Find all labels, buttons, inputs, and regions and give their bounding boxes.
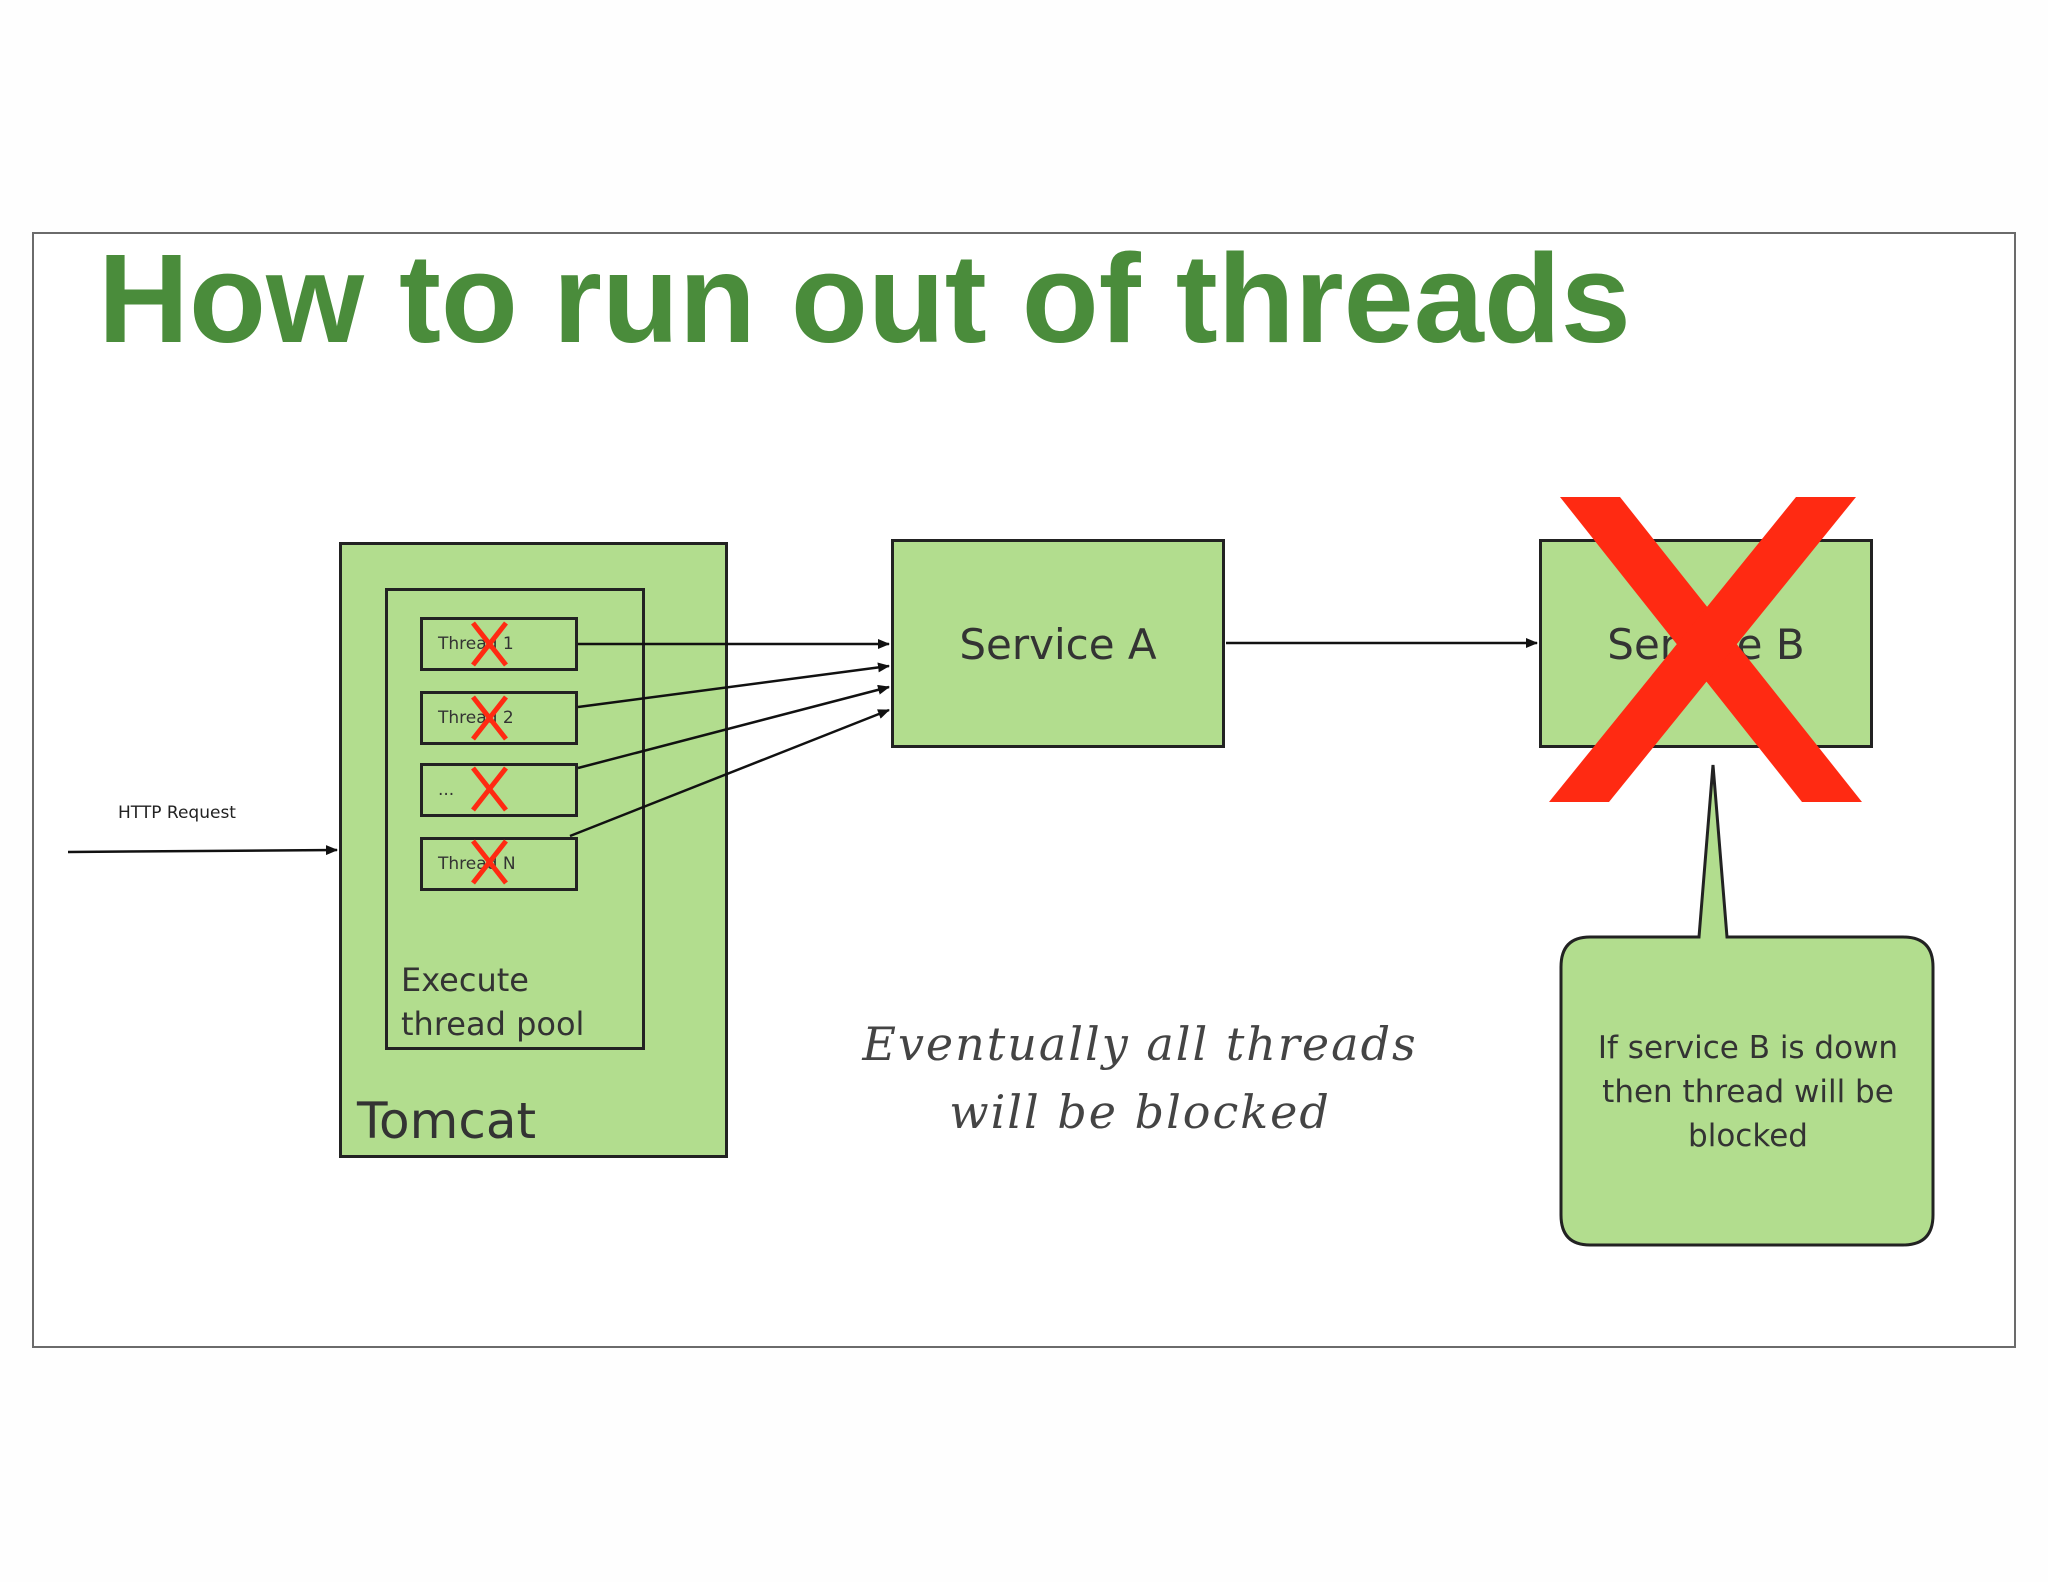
pool-label: Execute thread pool: [401, 961, 585, 1043]
thread-pool-box: [385, 588, 645, 1050]
cross-stroke: [1549, 497, 1856, 802]
thread-cross: [471, 839, 508, 885]
thread-crosses: [471, 621, 508, 885]
blocked-note-line2: will be blocked: [949, 1085, 1331, 1139]
callout-text: If service B is down then thread will be…: [1597, 1030, 1899, 1154]
thread-arrow: [577, 684, 890, 770]
http-request-arrow: [67, 845, 338, 856]
thread-cross: [471, 766, 508, 812]
blocked-note-line1: Eventually all threads: [862, 1017, 1418, 1071]
thread-cross: [471, 695, 508, 741]
tomcat-label: Tomcat: [357, 1092, 537, 1150]
slide-title: How to run out of threads: [98, 228, 1631, 369]
service-b-cross: [1549, 497, 1862, 802]
thread-arrow: [569, 708, 890, 838]
thread-arrow: [577, 662, 890, 709]
thread-box: ...: [420, 763, 578, 817]
thread-cross: [471, 621, 508, 667]
http-request-label: HTTP Request: [118, 803, 236, 823]
service-a-box: Service A: [891, 539, 1225, 748]
blocked-note: Eventually all threads will be blocked: [810, 1010, 1470, 1146]
callout-bubble: [1559, 764, 1935, 1247]
